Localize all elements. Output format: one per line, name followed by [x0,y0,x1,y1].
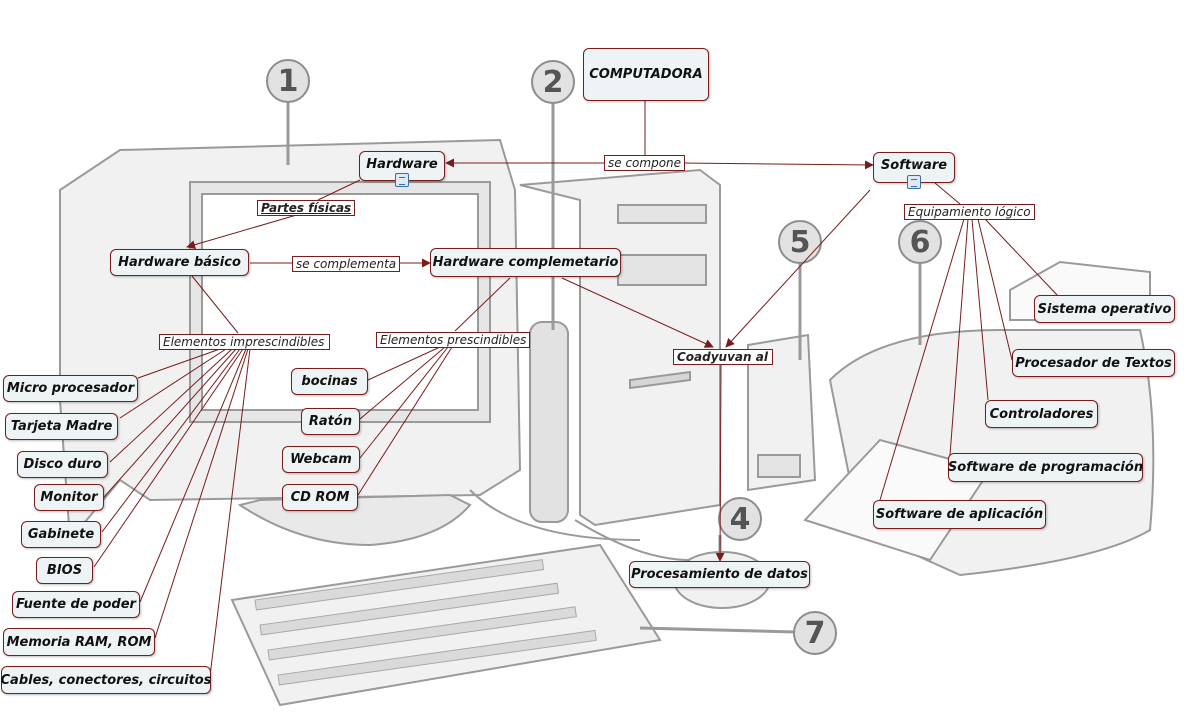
document-icon[interactable] [395,173,409,187]
tower-side-panel [529,321,569,523]
badge-6: 6 [898,220,942,264]
node-software-programacion[interactable]: Software de programación [948,453,1143,482]
node-hardware[interactable]: Hardware [359,151,445,181]
node-bios[interactable]: BIOS [36,557,93,584]
badge-1: 1 [266,59,310,103]
node-fuente-de-poder[interactable]: Fuente de poder [12,591,140,618]
node-procesamiento[interactable]: Procesamiento de datos [629,561,810,588]
badge-5: 5 [778,220,822,264]
node-micro-procesador[interactable]: Micro procesador [3,375,138,402]
badge-4: 4 [718,497,762,541]
node-software-aplicacion[interactable]: Software de aplicación [873,500,1046,529]
node-monitor[interactable]: Monitor [34,484,104,511]
label-equipamiento-logico: Equipamiento lógico [904,204,1035,220]
node-bocinas[interactable]: bocinas [291,368,368,395]
node-cables[interactable]: Cables, conectores, circuitos [1,666,211,694]
speaker-grille [757,454,801,478]
node-memoria[interactable]: Memoria RAM, ROM [3,628,155,656]
key-row-4 [277,629,597,686]
node-disco-duro[interactable]: Disco duro [17,451,108,478]
node-hardware-basico[interactable]: Hardware básico [110,249,249,276]
label-coadyuvan-al: Coadyuvan al [673,349,773,365]
cable-2 [574,519,691,561]
node-computadora[interactable]: COMPUTADORA [583,48,709,101]
key-row-3 [267,606,577,661]
node-procesador-textos[interactable]: Procesador de Textos [1012,349,1175,377]
key-row-2 [259,582,560,636]
label-elementos-imprescindibles: Elementos imprescindibles [159,334,330,350]
node-webcam[interactable]: Webcam [282,446,360,473]
node-sistema-operativo[interactable]: Sistema operativo [1034,295,1175,323]
drive-bay-1 [617,204,707,224]
label-se-compone: se compone [604,155,686,171]
badge-2: 2 [531,60,575,104]
node-tarjeta-madre[interactable]: Tarjeta Madre [5,413,118,440]
drive-bay-2 [617,254,707,286]
node-hardware-complementario[interactable]: Hardware complemetario [430,248,621,277]
label-elementos-prescindibles: Elementos prescindibles [376,332,531,348]
node-raton[interactable]: Ratón [301,408,360,435]
node-controladores[interactable]: Controladores [985,400,1098,428]
leader-7 [639,626,796,634]
label-partes-fisicas: Partes físicas [257,200,356,216]
node-gabinete[interactable]: Gabinete [21,521,101,548]
document-icon[interactable] [907,175,921,189]
badge-7: 7 [793,611,837,655]
tower-slot [629,370,691,390]
node-cd-rom[interactable]: CD ROM [282,484,358,511]
key-row-1 [254,559,545,611]
label-se-complementa: se complementa [292,256,401,272]
